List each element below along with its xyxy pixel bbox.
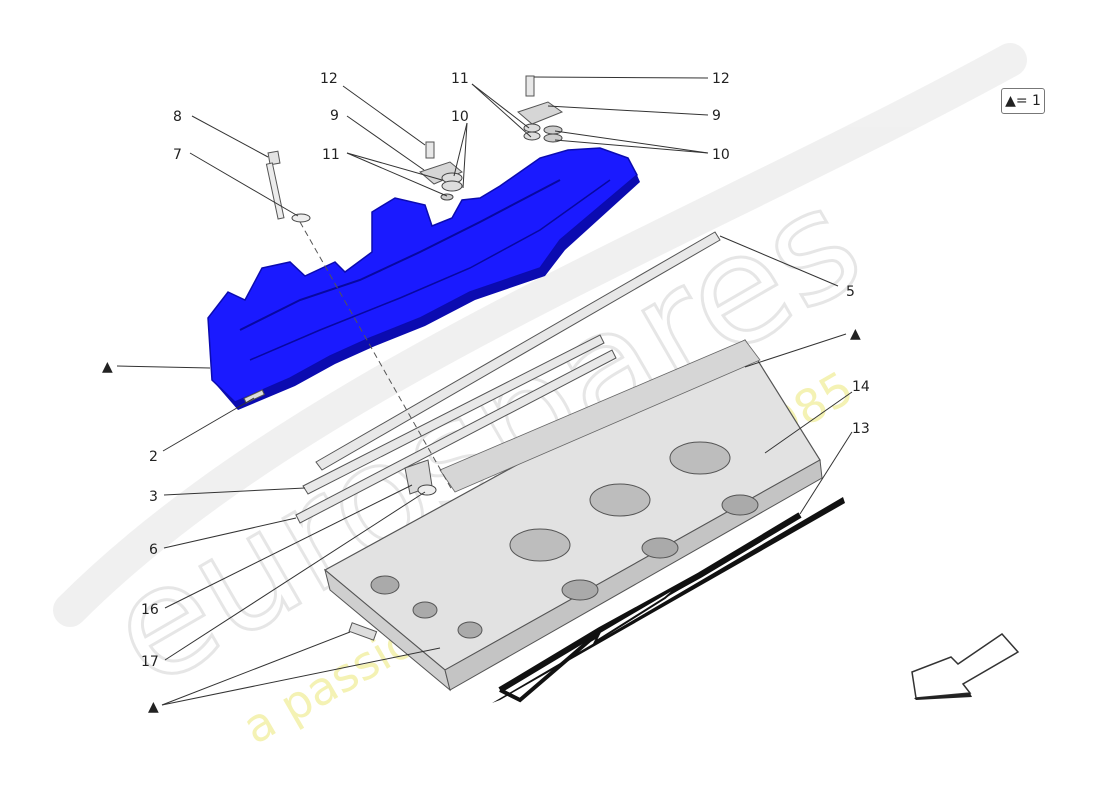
port bbox=[412, 601, 438, 619]
port bbox=[370, 575, 400, 595]
callout-5: 5 bbox=[846, 284, 855, 300]
callout-13: 13 bbox=[852, 421, 870, 437]
gasket-rail[interactable] bbox=[315, 231, 721, 471]
callout-12-right: 12 bbox=[712, 71, 730, 87]
washer[interactable] bbox=[291, 213, 311, 223]
legend-box: ▲= 1 bbox=[1001, 88, 1045, 114]
rail-3[interactable] bbox=[302, 334, 605, 495]
leader-lines bbox=[116, 76, 853, 706]
callout-labels: 8 7 ▲ 2 3 6 16 17 ▲ 12 9 11 11 10 12 9 1… bbox=[102, 71, 870, 715]
arrow-icon bbox=[911, 633, 1020, 700]
callout-10-right: 10 bbox=[712, 147, 730, 163]
bolt[interactable] bbox=[265, 150, 285, 220]
callout-8: 8 bbox=[173, 109, 182, 125]
port bbox=[561, 579, 599, 601]
cylinder-head[interactable] bbox=[323, 339, 823, 692]
callout-17: 17 bbox=[141, 654, 159, 670]
callout-6: 6 bbox=[149, 542, 158, 558]
callout-7: 7 bbox=[173, 147, 182, 163]
callout-9-left: 9 bbox=[330, 108, 339, 124]
port bbox=[457, 621, 483, 639]
port bbox=[721, 494, 759, 516]
port bbox=[589, 483, 651, 517]
callout-3: 3 bbox=[149, 489, 158, 505]
port bbox=[509, 528, 571, 562]
callout-10-top: 10 bbox=[451, 109, 469, 125]
port bbox=[641, 537, 679, 559]
head-gasket[interactable] bbox=[492, 497, 845, 703]
dowel-stud[interactable] bbox=[348, 622, 378, 641]
camshaft-cover-highlighted[interactable] bbox=[207, 147, 640, 410]
callout-14: 14 bbox=[852, 379, 870, 395]
callout-11-top: 11 bbox=[451, 71, 469, 87]
valve-assembly-left[interactable] bbox=[419, 141, 463, 201]
rail-6[interactable] bbox=[295, 349, 617, 524]
callout-12-left: 12 bbox=[320, 71, 338, 87]
port bbox=[669, 441, 731, 475]
callout-11-left: 11 bbox=[322, 147, 340, 163]
callout-9-right: 9 bbox=[712, 108, 721, 124]
callout-2: 2 bbox=[149, 449, 158, 465]
valve-assembly-right[interactable] bbox=[517, 75, 564, 143]
assembly-axis bbox=[299, 221, 453, 491]
callout-triangle-bottom: ▲ bbox=[148, 699, 159, 715]
callout-triangle-left: ▲ bbox=[102, 359, 113, 375]
callout-triangle-right: ▲ bbox=[850, 326, 861, 342]
callout-16: 16 bbox=[141, 602, 159, 618]
screw[interactable] bbox=[243, 389, 265, 404]
legend-text: ▲= 1 bbox=[1005, 93, 1041, 109]
